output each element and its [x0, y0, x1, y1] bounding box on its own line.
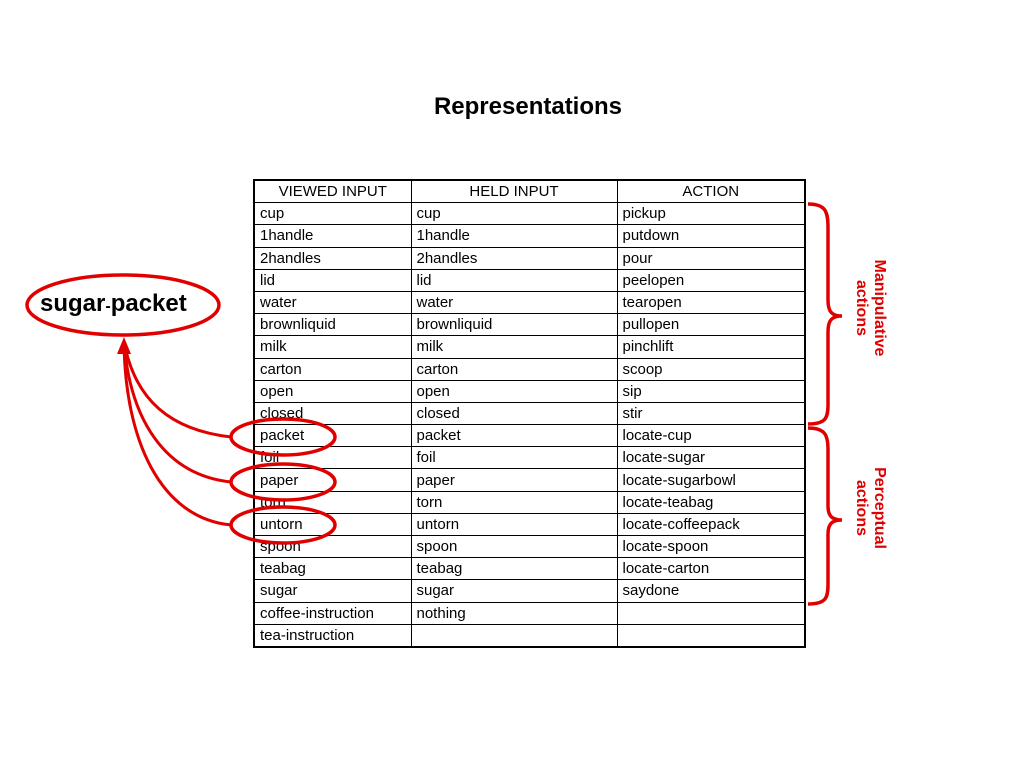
table-cell: brownliquid [410, 313, 618, 337]
arrowhead-icon [117, 337, 131, 354]
sugar-word: sugar [40, 290, 106, 317]
manipulative-brace-icon [807, 202, 843, 426]
sugar-packet-separator: - [105, 298, 111, 315]
sugar-packet-label: sugar-packet [40, 290, 187, 318]
slide-title: Representations [433, 93, 623, 120]
table-cell: tearopen [616, 290, 806, 315]
table-cell: carton [410, 357, 618, 381]
table-cell: water [253, 290, 412, 315]
arrow-from-packet [122, 341, 232, 439]
table-cell: peelopen [616, 268, 806, 292]
table-cell: spoon [410, 534, 618, 559]
table-cell: open [253, 379, 412, 403]
table-cell: nothing [410, 601, 618, 625]
arrow-from-untorn [122, 341, 232, 527]
table-cell: paper [253, 468, 412, 492]
table-cell: brownliquid [253, 313, 412, 337]
packet-cell-ellipse [229, 417, 337, 457]
table-cell: saydone [616, 579, 806, 603]
table-cell: locate-carton [616, 557, 806, 581]
sugar-packet-ellipse [25, 273, 221, 337]
table-cell: paper [410, 468, 618, 492]
table-cell: locate-spoon [616, 534, 806, 559]
table-cell: tea-instruction [253, 623, 412, 648]
table-cell: closed [410, 401, 618, 426]
table-cell: locate-sugar [616, 446, 806, 470]
table-cell: locate-teabag [616, 490, 806, 514]
table-cell: putdown [616, 224, 806, 248]
table-cell: water [410, 290, 618, 315]
table-row: tea-instruction [253, 623, 806, 648]
packet-word: packet [110, 290, 187, 317]
paper-cell-ellipse [229, 462, 337, 502]
arrow-from-paper [122, 341, 232, 484]
untorn-cell-ellipse [229, 505, 337, 545]
table-cell: locate-sugarbowl [616, 468, 806, 492]
perceptual-brace-icon [807, 426, 843, 606]
table-cell: packet [253, 424, 412, 448]
table-cell [616, 601, 806, 625]
table-cell: coffee-instruction [253, 601, 412, 625]
table-cell [616, 623, 806, 648]
